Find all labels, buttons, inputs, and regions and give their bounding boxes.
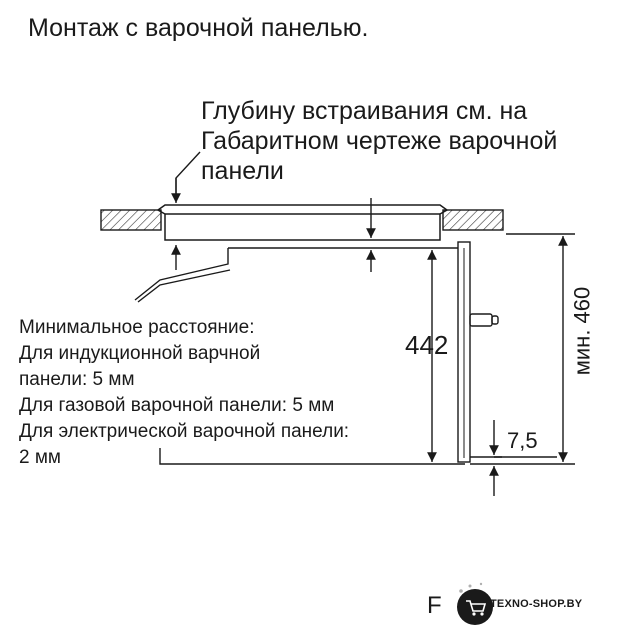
min-distance-line-6: 2 мм [19,447,61,468]
leader-line [175,151,201,198]
logo-badge [457,582,493,625]
logo-text: TEXNO-SHOP.BY [490,598,583,610]
cabinet-slope [134,248,229,301]
min-distance-line-4: Для газовой варочной панели: 5 мм [19,395,335,416]
min-distance-line-2: Для индукционной варчной [19,343,261,364]
countertop-left [100,209,162,231]
depth-note-line-1: Глубину встраивания см. на [201,97,528,125]
dimension-442-label: 442 [405,330,449,360]
hob-outline [156,204,449,241]
min-distance-line-1: Минимальное расстояние: [19,317,255,338]
oven-knob-tip [491,315,499,325]
dimension-7-5-label: 7,5 [507,428,538,453]
cabinet-slope-2 [137,269,231,303]
depth-note-line-3: панели [201,157,284,185]
figure-letter: F [427,592,442,619]
depth-note-line-2: Габаритном чертеже варочной [201,127,558,155]
oven-knob [469,313,493,327]
oven-bottom [159,448,465,465]
min-distance-line-5: Для электрической варочной панели: [19,421,350,442]
oven-front [457,241,471,463]
countertop-right [442,209,504,231]
page-title: Монтаж с варочной панелью. [28,14,369,42]
dimension-min-460-label: мин. 460 [569,286,595,376]
shopping-cart-icon [457,589,493,625]
min-distance-line-3: панели: 5 мм [19,369,135,390]
